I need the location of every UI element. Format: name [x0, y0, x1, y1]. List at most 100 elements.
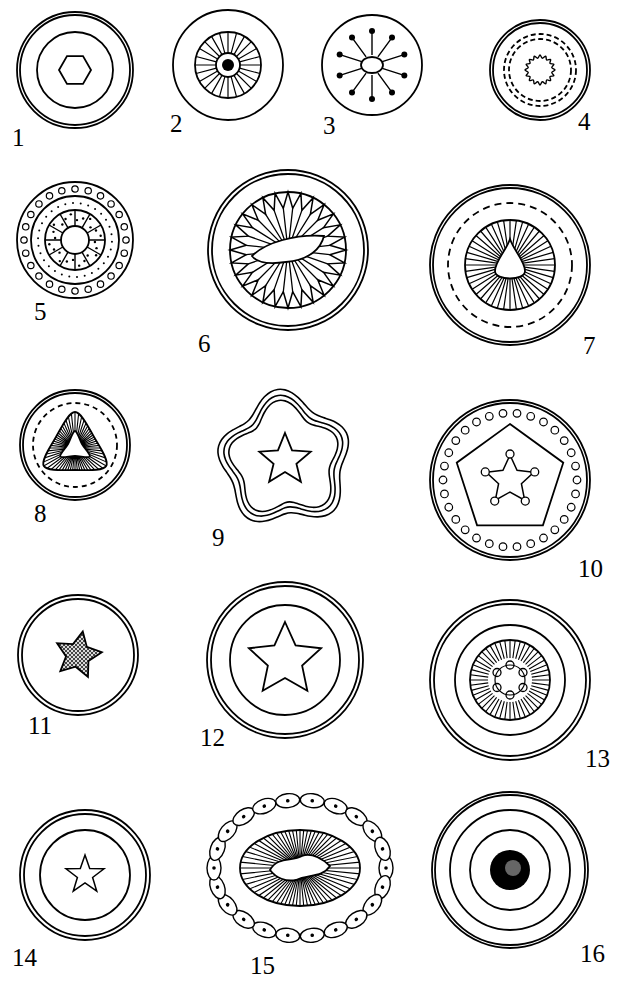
ring-outline — [216, 53, 240, 77]
cell-nucleus — [241, 917, 246, 922]
ring-dot — [80, 202, 82, 204]
cell-dot — [89, 218, 91, 220]
cell-dot — [82, 217, 84, 219]
strand-tip — [349, 90, 355, 96]
section-fourteen — [20, 810, 150, 940]
ring-outline — [430, 185, 590, 345]
outer-cell — [499, 543, 507, 551]
cell-wall — [372, 835, 393, 862]
outer-cell — [441, 462, 449, 470]
cell-nucleus — [333, 804, 338, 809]
ring-outline — [448, 203, 572, 327]
ring-outline — [450, 810, 570, 930]
strand-tip — [349, 34, 355, 40]
cell-nucleus — [286, 799, 290, 803]
outer-cell — [540, 418, 548, 426]
cell-dot — [53, 248, 55, 250]
strand-tip — [401, 51, 407, 57]
cell-wall — [322, 919, 349, 940]
inner-ellipse — [240, 830, 360, 906]
strand-tip — [389, 34, 395, 40]
ring-dot — [111, 233, 113, 235]
radiating-strands — [341, 32, 404, 98]
callout-number: 2 — [170, 110, 183, 138]
callout-number: 9 — [212, 524, 225, 552]
cell-dot — [53, 224, 55, 226]
ring-outline — [173, 10, 283, 120]
outer-cell — [560, 516, 568, 524]
outer-cell — [527, 540, 535, 548]
star-core — [486, 455, 534, 500]
ring-dot — [91, 272, 93, 274]
wavy-wall-2 — [224, 395, 343, 516]
ring-dot — [68, 276, 70, 278]
outer-cell — [108, 201, 114, 207]
ring-outline — [211, 586, 359, 734]
outer-cell — [28, 211, 34, 217]
outer-cell — [85, 188, 91, 194]
ring-dot — [107, 256, 109, 258]
outer-cell — [572, 490, 580, 498]
cell-nucleus — [225, 829, 230, 834]
outer-cell — [452, 437, 460, 445]
ring-dot — [38, 230, 40, 232]
outer-cell — [513, 410, 521, 418]
ring-outline — [434, 604, 586, 756]
cell-nucleus — [310, 799, 314, 803]
callout-number: 4 — [578, 108, 591, 136]
ring-outline — [212, 174, 364, 326]
star-core — [66, 855, 104, 891]
star-tip — [491, 497, 499, 505]
ring-outline — [455, 625, 565, 735]
ring-outline — [208, 170, 368, 330]
border-cell — [275, 792, 300, 809]
central-cavity — [252, 236, 324, 263]
section-eleven — [18, 595, 198, 715]
outer-cell — [123, 237, 129, 243]
ring-dot — [94, 208, 96, 210]
callout-number: 11 — [28, 712, 52, 740]
ring-dot — [37, 237, 39, 239]
section-twelve — [207, 582, 363, 738]
crosshatch-lines — [18, 625, 198, 685]
cell-nucleus — [262, 804, 267, 809]
outer-cell — [551, 526, 559, 534]
section-five — [17, 182, 133, 298]
ring-dot — [105, 219, 107, 221]
cell-nucleus — [215, 885, 220, 890]
outer-cell — [21, 237, 27, 243]
ring-dot — [103, 262, 105, 264]
ring-outline — [17, 182, 133, 298]
ring-outline — [509, 39, 571, 101]
cell-nucleus — [310, 933, 314, 937]
callout-number: 15 — [250, 952, 275, 980]
cell-dot — [64, 218, 66, 220]
cell-nucleus — [354, 917, 359, 922]
ring-dot — [110, 248, 112, 250]
ring-dot — [45, 216, 47, 218]
outer-cell — [572, 462, 580, 470]
strand-tip — [369, 96, 375, 102]
ring-outline — [20, 390, 130, 500]
ring-dot — [84, 275, 86, 277]
cell-nucleus — [380, 847, 385, 852]
cell-nucleus — [262, 928, 267, 933]
callout-number: 14 — [12, 944, 37, 972]
cell-dot — [61, 223, 63, 225]
cell-dot — [83, 260, 85, 262]
callout-number: 1 — [12, 124, 25, 152]
strand-tip — [389, 90, 395, 96]
wavy-wall-3 — [229, 400, 338, 511]
cell-nucleus — [354, 814, 359, 819]
outer-cell — [59, 188, 65, 194]
ring-outline — [195, 32, 261, 98]
pentagon-outline — [457, 424, 564, 525]
radial-rays — [195, 32, 261, 98]
radial-hatching — [30, 403, 120, 493]
ring-outline — [430, 400, 590, 560]
section-fifteen — [207, 792, 394, 943]
border-cell — [251, 795, 278, 816]
cell-dot — [95, 254, 97, 256]
callout-number: 12 — [200, 724, 225, 752]
